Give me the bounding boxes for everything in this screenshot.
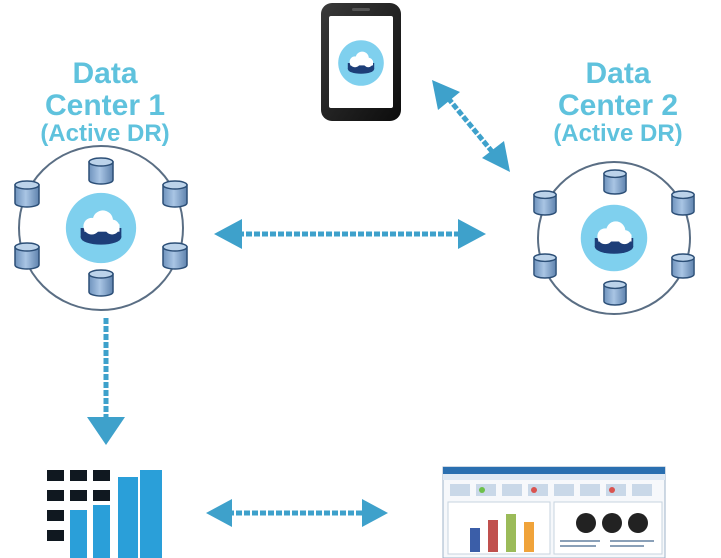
dashboard-screenshot-icon — [442, 466, 666, 558]
arrow-analytics-dashboard — [206, 499, 388, 527]
data-center-1 — [14, 145, 188, 311]
data-center-1-subtitle: (Active DR) — [40, 120, 170, 147]
cloud-icon — [338, 40, 384, 86]
data-center-2-title-line1: Data — [585, 57, 651, 90]
data-center-1-title-line1: Data — [72, 57, 138, 90]
arrows — [87, 80, 510, 527]
database-icon — [162, 242, 188, 270]
database-icon — [14, 180, 40, 208]
arrow-dc1-analytics — [87, 318, 125, 445]
data-center-2-subtitle: (Active DR) — [553, 120, 683, 147]
bar-chart-logo-icon — [47, 470, 162, 558]
database-icon — [533, 190, 557, 216]
data-center-2-title-line2: Center 2 — [557, 88, 679, 122]
smartphone-icon — [321, 3, 401, 121]
database-icon — [88, 157, 114, 185]
data-center-1-title-line2: Center 1 — [44, 88, 166, 122]
database-icon — [603, 169, 627, 195]
data-center-2-label: Data Center 2 (Active DR) — [520, 58, 716, 146]
database-icon — [162, 180, 188, 208]
cloud-icon — [580, 204, 648, 272]
data-center-2 — [533, 161, 695, 315]
database-icon — [671, 190, 695, 216]
database-icon — [603, 280, 627, 306]
data-center-1-label: Data Center 1 (Active DR) — [10, 58, 200, 146]
cloud-icon — [65, 192, 137, 264]
database-icon — [533, 253, 557, 279]
arrow-phone-dc2 — [432, 80, 510, 172]
database-icon — [14, 242, 40, 270]
database-icon — [88, 269, 114, 297]
database-icon — [671, 253, 695, 279]
arrow-dc1-dc2 — [214, 219, 486, 249]
